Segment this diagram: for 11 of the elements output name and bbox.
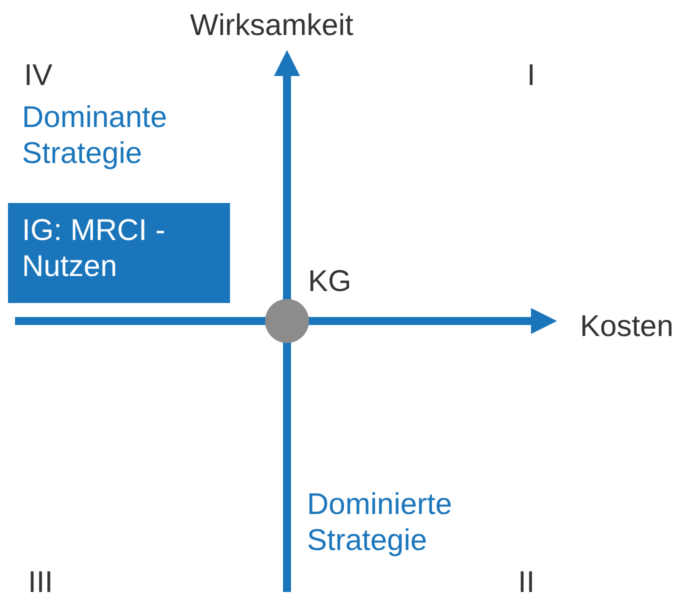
- quadrant-number: II: [518, 565, 535, 601]
- quadrant-number: I: [527, 58, 536, 94]
- origin-marker: [265, 299, 309, 343]
- quadrant-number: III: [28, 565, 54, 601]
- axis-title: Kosten: [580, 309, 674, 345]
- axis-title: Wirksamkeit: [190, 8, 354, 44]
- highlight-box: IG: MRCI - Nutzen: [8, 203, 230, 303]
- quadrant-number: IV: [24, 58, 52, 94]
- quadrant-label: Dominierte Strategie: [307, 487, 454, 559]
- quadrant-label: Dominante Strategie: [22, 100, 168, 172]
- point-label: KG: [308, 264, 352, 300]
